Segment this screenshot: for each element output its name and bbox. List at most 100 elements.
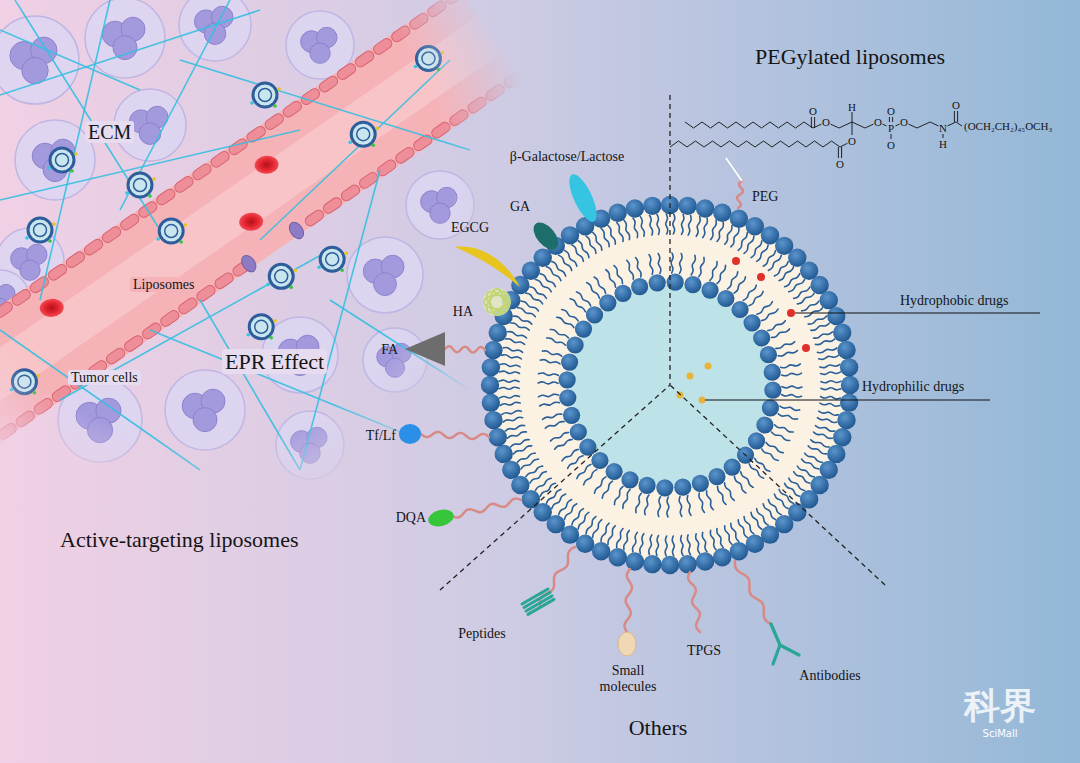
ligand-label-box: TPGS [687, 643, 721, 659]
chemical-structure [892, 117, 893, 122]
chemical-structure [883, 124, 887, 126]
callout-label-box: Hydrophobic drugs [900, 293, 1009, 309]
chemical-structure [719, 122, 728, 128]
lipid-head [730, 542, 748, 560]
antibody-symbol [773, 645, 780, 664]
lipid-head [495, 445, 513, 463]
lipid-head [753, 329, 770, 346]
blood-vessel [354, 49, 376, 69]
lipid-tail [595, 477, 606, 493]
lipid-tail [500, 364, 520, 367]
mini-liposome [125, 191, 129, 195]
lipid-tail [821, 388, 841, 390]
lipid-head [591, 452, 608, 469]
lipid-head [643, 197, 661, 215]
mini-liposome [250, 83, 281, 108]
chemical-structure [736, 122, 745, 128]
ligand-label-box: Peptides [458, 626, 505, 642]
blood-vessel [50, 384, 72, 404]
lipid-tail [815, 426, 834, 432]
lipid-tail [815, 339, 834, 345]
blood-vessel [444, 0, 466, 6]
cell-junction [286, 220, 306, 242]
small-molecule [618, 632, 636, 656]
lipid-tail [535, 478, 551, 490]
lipid-tail [601, 523, 609, 541]
formula-text-box: (OCH₂CH₂)₄₅OCH₃ [964, 121, 1052, 132]
lipid-head [674, 479, 691, 496]
lipid-head [840, 358, 858, 376]
lipid-tail [543, 414, 562, 420]
lipid-tail [649, 255, 653, 275]
lipid-tail [727, 272, 737, 289]
lipid-tail [717, 528, 723, 547]
mini-liposome [37, 374, 41, 378]
mini-liposome [273, 319, 277, 323]
chemical-structure [753, 122, 762, 128]
lipid-head [724, 459, 741, 476]
atom-label-box: O [900, 117, 908, 128]
lipid-tail [681, 536, 683, 556]
lipid-tail [797, 293, 814, 304]
chemical-structure [852, 122, 865, 128]
chemical-structure [930, 122, 938, 126]
mini-liposome [344, 251, 348, 255]
lipid-tail [562, 449, 578, 461]
mini-liposome [414, 46, 445, 71]
lipid-head [827, 445, 845, 463]
lipid-head [482, 358, 500, 376]
chemical-structure [738, 141, 747, 147]
chemical-structure [779, 122, 788, 128]
lipid-head [631, 278, 648, 295]
peg-tether [737, 181, 743, 208]
mini-liposome [277, 87, 281, 91]
mini-liposome [10, 388, 14, 392]
mini-liposome [326, 253, 339, 266]
chemical-structure [831, 124, 839, 128]
lipid-tail [781, 364, 801, 368]
mini-liposome [70, 169, 74, 173]
lipid-tail [564, 250, 576, 266]
lipid-tail [778, 351, 797, 357]
lipid-head [561, 353, 578, 370]
lipid-tail [680, 253, 683, 273]
atom-label-box: O [848, 136, 856, 147]
atom-label: O [874, 116, 882, 128]
lipid-head [481, 376, 499, 394]
mini-liposome [437, 68, 441, 72]
lipid-tail [755, 458, 770, 471]
chemical-structure [823, 141, 832, 147]
mini-liposome [441, 51, 445, 55]
lipid-head [621, 471, 638, 488]
blood-vessel [155, 187, 177, 207]
ligand-label: DQA [396, 510, 426, 525]
lipid-tail [550, 433, 568, 441]
lipid-tail [734, 477, 746, 493]
chemical-structure [917, 122, 930, 128]
lipid-head [833, 324, 851, 342]
lipid-tail [627, 260, 634, 279]
mini-liposome [357, 128, 370, 141]
mini-liposome [273, 104, 277, 108]
lipid-tail [785, 483, 800, 496]
lipid-tail [658, 497, 661, 517]
mini-liposome [50, 148, 74, 172]
section-title-box: Active-targeting liposomes [60, 527, 299, 552]
lipid-head [643, 555, 661, 573]
lipid-tail [813, 332, 832, 338]
lipid-tail [817, 418, 837, 423]
section-title-box: PEGylated liposomes [755, 44, 945, 69]
lipid-tail [530, 287, 546, 298]
lipid-tail [717, 222, 723, 241]
chemical-structure [730, 141, 739, 147]
lipid-tail [499, 380, 519, 382]
lipid-tail [658, 254, 661, 274]
lipid-tail [665, 536, 667, 556]
ligand-label: PEG [752, 189, 778, 204]
chemical-structure [770, 122, 779, 128]
lipid-tail [587, 283, 600, 299]
part-label-box: EPR Effect [222, 349, 327, 374]
lipid-tail [821, 381, 841, 383]
lipid-tail [738, 232, 747, 250]
blood-vessel [195, 284, 217, 304]
